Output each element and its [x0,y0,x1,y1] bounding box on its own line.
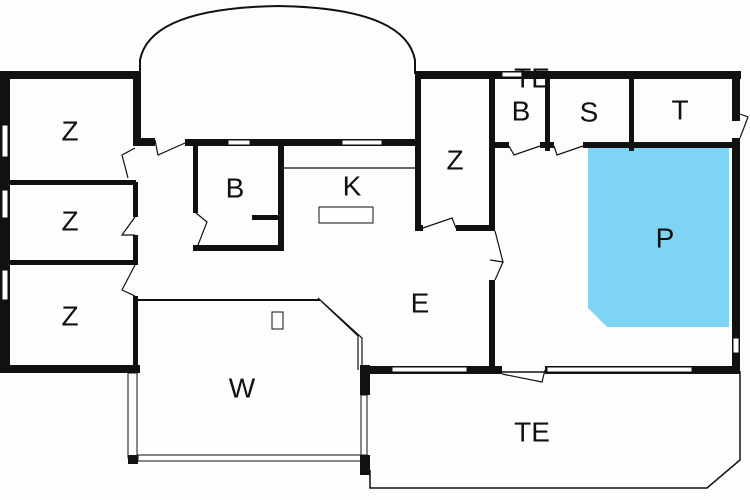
door-swings [120,113,749,383]
room-label-bathroom-2: B [512,96,531,127]
bay-arch [139,4,416,74]
room-label-pool: P [656,223,675,254]
room-label-z4: Z [446,145,463,176]
room-label-living: W [229,373,256,404]
room-label-z3: Z [61,301,78,332]
room-label-terrace-top: TE [514,63,550,94]
room-label-terrace: TE [514,417,550,448]
room-labels: Z Z Z B K Z B S T TE P E W TE [61,63,688,448]
room-label-bathroom: B [226,173,245,204]
column [271,311,284,330]
kitchen-counter [318,206,374,224]
room-label-z1: Z [61,116,78,147]
room-label-kitchen: K [343,171,362,202]
room-label-sauna: S [580,97,599,128]
room-label-t: T [671,95,688,126]
room-label-e: E [411,288,430,319]
pool-area [588,147,729,327]
terrace-outline [369,371,741,489]
walls [0,71,741,475]
room-label-z2: Z [61,206,78,237]
